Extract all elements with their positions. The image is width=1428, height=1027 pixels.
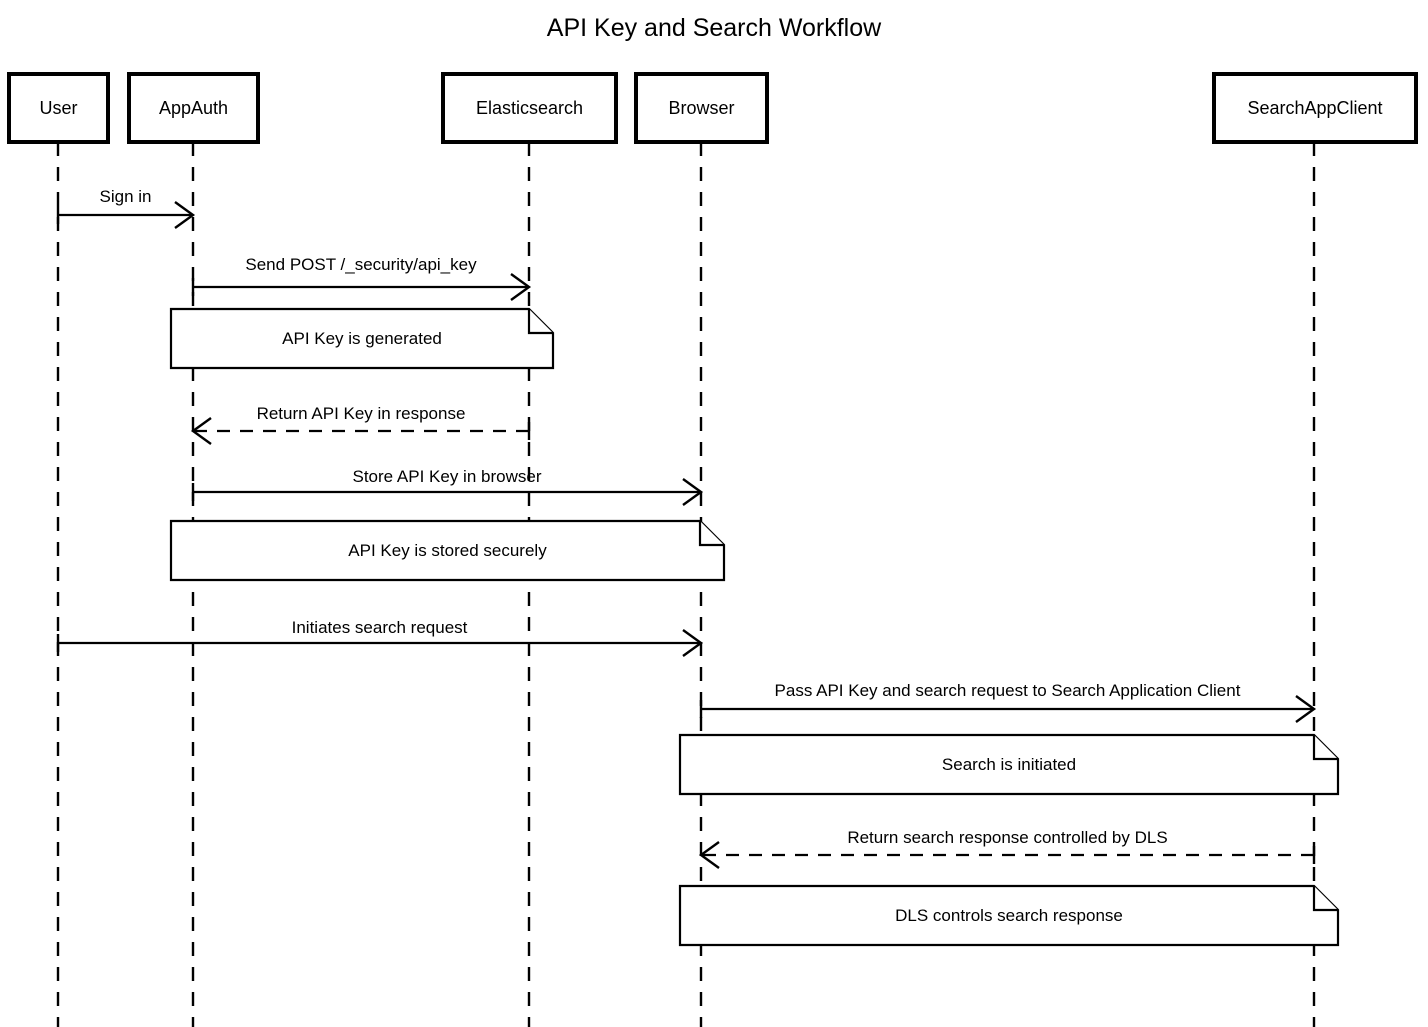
note-8[interactable]: Search is initiated (678, 733, 1340, 796)
note-box-10 (678, 884, 1340, 947)
page-title: API Key and Search Workflow (547, 14, 882, 42)
arrowhead-icon-7 (1295, 695, 1317, 723)
message-6[interactable]: Initiates search request (56, 618, 704, 657)
note-box-8 (678, 733, 1340, 796)
participant-box-appauth (127, 72, 260, 144)
message-label-1: Send POST /_security/api_key (245, 255, 477, 274)
participant-box-searchclient (1212, 72, 1418, 144)
participant-box-browser (634, 72, 769, 144)
note-2[interactable]: API Key is generated (169, 307, 555, 370)
message-label-7: Pass API Key and search request to Searc… (775, 681, 1241, 700)
message-label-3: Return API Key in response (257, 404, 466, 423)
participant-browser[interactable]: Browser (634, 72, 769, 144)
participant-box-user (7, 72, 110, 144)
message-3[interactable]: Return API Key in response (190, 404, 531, 445)
note-fold-corner-8 (1312, 735, 1338, 761)
participant-label-searchclient: SearchAppClient (1247, 98, 1382, 118)
note-5[interactable]: API Key is stored securely (169, 519, 726, 582)
note-label-8: Search is initiated (942, 755, 1076, 774)
note-label-2: API Key is generated (282, 329, 442, 348)
note-label-5: API Key is stored securely (348, 541, 547, 560)
arrowhead-icon-4 (682, 478, 704, 506)
note-fold-corner-2 (527, 309, 553, 335)
arrowhead-icon-1 (510, 273, 532, 301)
participant-label-user: User (39, 98, 77, 118)
message-1[interactable]: Send POST /_security/api_key (191, 255, 532, 301)
message-label-4: Store API Key in browser (353, 467, 542, 486)
arrowhead-icon-6 (682, 629, 704, 657)
note-fold-corner-10 (1312, 886, 1338, 912)
note-10[interactable]: DLS controls search response (678, 884, 1340, 947)
arrowhead-icon-3 (190, 417, 212, 445)
message-9[interactable]: Return search response controlled by DLS (698, 828, 1316, 869)
message-label-9: Return search response controlled by DLS (847, 828, 1167, 847)
participant-elastic[interactable]: Elasticsearch (441, 72, 618, 144)
message-label-6: Initiates search request (292, 618, 468, 637)
arrowhead-icon-0 (174, 201, 196, 229)
arrowhead-icon-9 (698, 841, 720, 869)
note-label-10: DLS controls search response (895, 906, 1123, 925)
lifelines-layer (56, 142, 1316, 1027)
participant-user[interactable]: User (7, 72, 110, 144)
participant-appauth[interactable]: AppAuth (127, 72, 260, 144)
message-0[interactable]: Sign in (56, 187, 196, 229)
note-box-5 (169, 519, 726, 582)
message-label-0: Sign in (100, 187, 152, 206)
participants-layer: User AppAuth Elasticsearch Browser SearchApp… (7, 72, 1418, 144)
note-box-2 (169, 307, 555, 370)
participant-box-elastic (441, 72, 618, 144)
message-7[interactable]: Pass API Key and search request to Searc… (699, 681, 1317, 723)
message-4[interactable]: Store API Key in browser (191, 467, 704, 506)
note-fold-corner-5 (698, 521, 724, 547)
participant-label-appauth: AppAuth (159, 98, 228, 118)
participant-searchclient[interactable]: SearchAppClient (1212, 72, 1418, 144)
participant-label-elastic: Elasticsearch (476, 98, 583, 118)
participant-label-browser: Browser (668, 98, 734, 118)
